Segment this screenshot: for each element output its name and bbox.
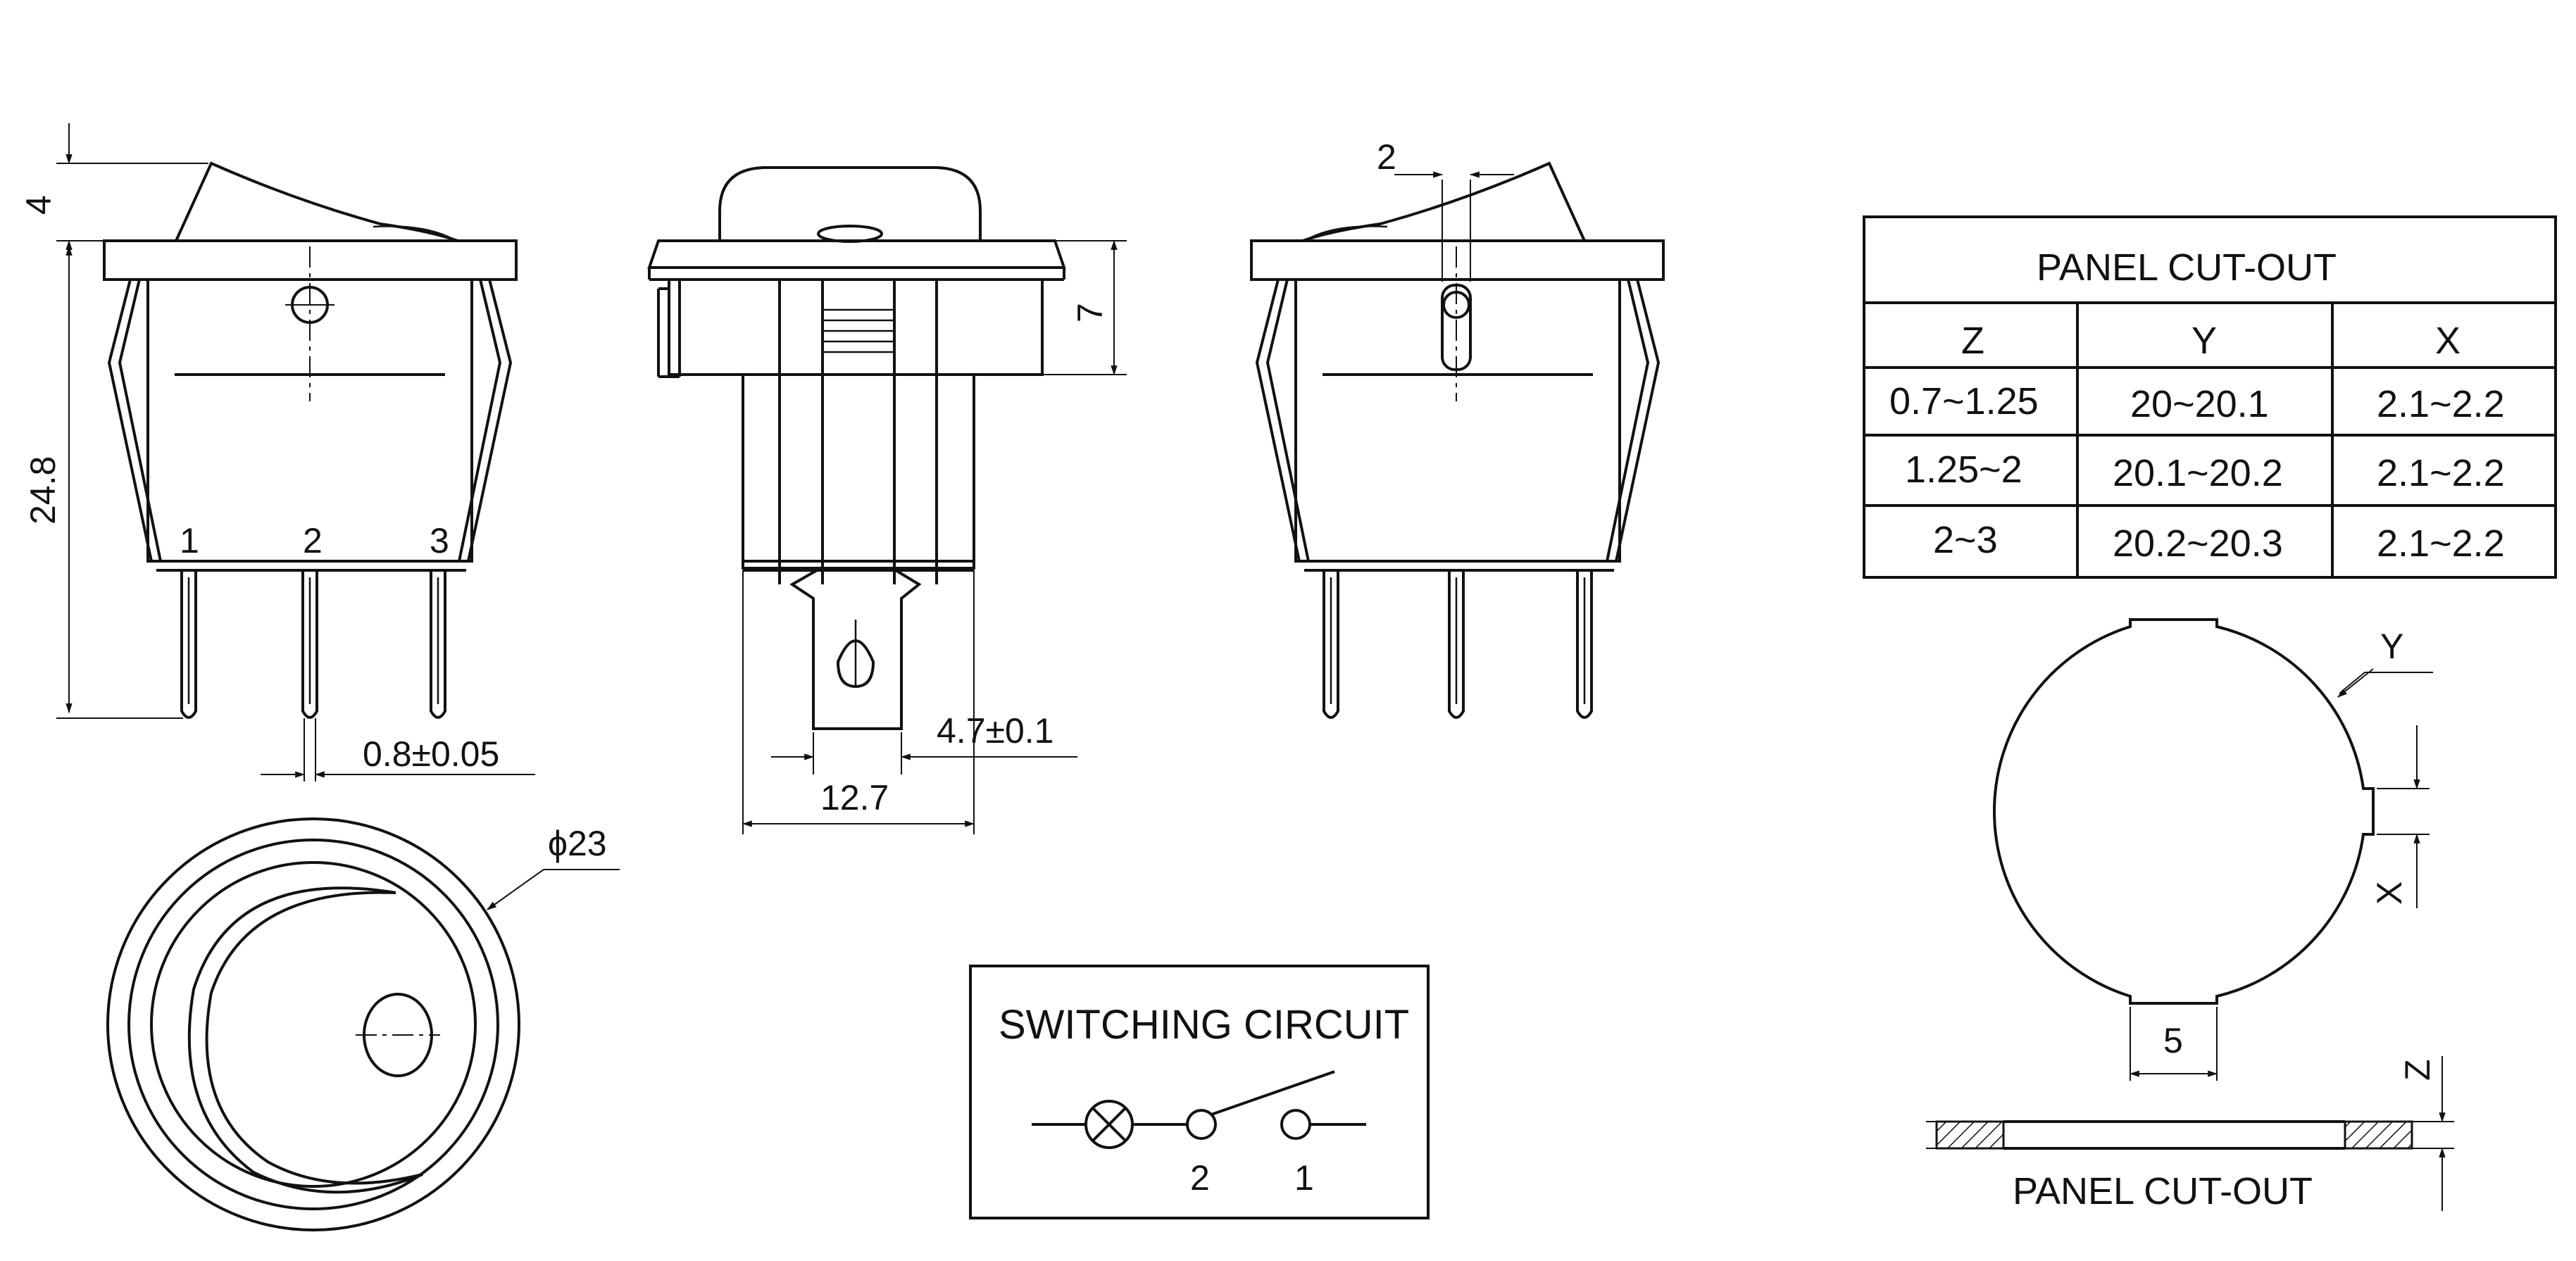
panel-section-left — [1935, 1120, 2005, 1150]
switching-circuit: SWITCHING CIRCUIT 2 1 — [969, 965, 1430, 1219]
top-bezel-outer — [106, 817, 520, 1231]
switching-circuit-box — [969, 965, 1430, 1219]
panel-cutout-drawing: Y X 5 Z PANEL CUT-OUT — [1926, 618, 2454, 1212]
side-bezel — [647, 239, 1066, 269]
cutout-label-y: Y — [2380, 627, 2403, 666]
table-cell: 2.1~2.2 — [2377, 452, 2505, 494]
table-cell: 1.25~2 — [1905, 448, 2022, 491]
table-cell: 2.1~2.2 — [2377, 522, 2505, 565]
table-cell: 2.1~2.2 — [2377, 383, 2505, 425]
terminal-1-symbol — [1280, 1109, 1311, 1140]
dim-total-height: 24.8 — [23, 456, 63, 525]
back-bezel — [1250, 239, 1665, 281]
back-rocker — [1302, 161, 1586, 242]
table-cell: 2~3 — [1933, 519, 1998, 561]
table-header-x: X — [2435, 320, 2461, 362]
pin-label-3: 3 — [430, 521, 449, 560]
dim-tab-width: 4.7±0.1 — [937, 711, 1053, 751]
terminal-2-symbol — [1186, 1109, 1217, 1140]
front-view: 1 2 3 4 24.8 0.8±0.05 — [19, 123, 535, 782]
side-terminal-tab — [789, 569, 922, 730]
panel-section-right — [2344, 1120, 2413, 1150]
circuit-terminal-label-2: 2 — [1190, 1158, 1210, 1198]
table-header-z: Z — [1961, 320, 1984, 362]
dim-pin-width: 0.8±0.05 — [363, 734, 499, 774]
back-view: 2 — [1250, 137, 1665, 719]
dim-rocker-height: 4 — [19, 195, 58, 215]
cutout-profile — [1993, 618, 2375, 1005]
dim-offset: 2 — [1377, 137, 1396, 177]
table-cell: 20.2~20.3 — [2113, 522, 2283, 565]
top-view: ϕ23 — [106, 817, 620, 1231]
circuit-terminal-label-1: 1 — [1294, 1158, 1314, 1198]
table-header-y: Y — [2192, 320, 2217, 362]
side-rocker — [718, 166, 982, 241]
cutout-notch-dim: 5 — [2163, 1021, 2183, 1060]
table-cell: 20~20.1 — [2130, 383, 2269, 425]
dim-frame-height: 7 — [1070, 303, 1110, 322]
pin-label-1: 1 — [180, 521, 199, 560]
cutout-label-x: X — [2370, 882, 2409, 905]
table-cell: 0.7~1.25 — [1889, 380, 2039, 422]
cutout-caption: PANEL CUT-OUT — [2013, 1170, 2313, 1212]
switch-contact — [1211, 1070, 1335, 1116]
dim-body-width: 12.7 — [820, 778, 889, 817]
top-rocker-face — [187, 886, 423, 1194]
dim-diameter: ϕ23 — [548, 824, 607, 863]
front-rocker — [175, 161, 458, 242]
switching-circuit-title: SWITCHING CIRCUIT — [999, 1002, 1409, 1048]
panel-cutout-table: PANEL CUT-OUT Z Y X 0.7~1.25 20~20.1 2.1… — [1863, 215, 2557, 579]
side-view: 7 4.7±0.1 12.7 — [647, 166, 1127, 834]
table-title: PANEL CUT-OUT — [2037, 246, 2337, 289]
table-cell: 20.1~20.2 — [2113, 452, 2283, 494]
cutout-label-z: Z — [2398, 1059, 2437, 1081]
pin-label-2: 2 — [303, 521, 323, 560]
